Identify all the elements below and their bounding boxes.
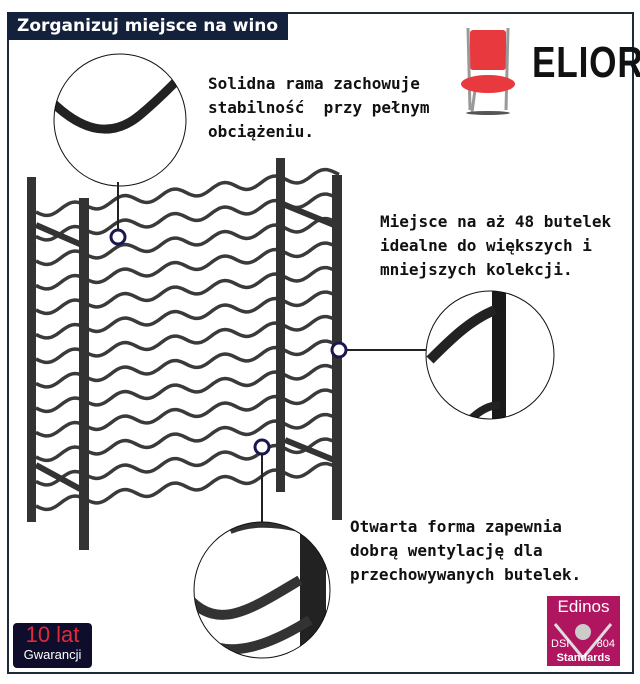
edinos-title: Edinos: [557, 597, 610, 616]
edinos-badge: Edinos DSI 804 Standards: [547, 596, 620, 666]
detail-circle-bottom: [194, 522, 326, 658]
content-frame: [7, 12, 634, 674]
red-chair-icon: [461, 27, 515, 115]
edinos-standards: Standards: [556, 652, 611, 664]
edinos-number: 804: [596, 638, 615, 650]
callout-markers: [109, 228, 348, 456]
brand-logo-text: ELIOR: [532, 38, 640, 87]
warranty-years: 10 lat: [25, 622, 80, 647]
edinos-v-icon: [553, 623, 613, 661]
edinos-dsi: DSI: [551, 638, 570, 650]
detail-circle-post: [426, 291, 506, 419]
callout-text-capacity: Miejsce na aż 48 butelek idealne do więk…: [380, 212, 612, 279]
page-title: Zorganizuj miejsce na wino: [7, 12, 289, 40]
callout-text-ventilation: Otwarta forma zapewnia dobrą wentylację …: [350, 517, 582, 584]
callout-text-frame: Solidna rama zachowuje stabilność przy p…: [208, 74, 430, 141]
detail-circle-frame: [54, 65, 186, 134]
warranty-label: Gwarancji: [23, 647, 82, 662]
warranty-badge: 10 lat Gwarancji: [13, 623, 92, 668]
